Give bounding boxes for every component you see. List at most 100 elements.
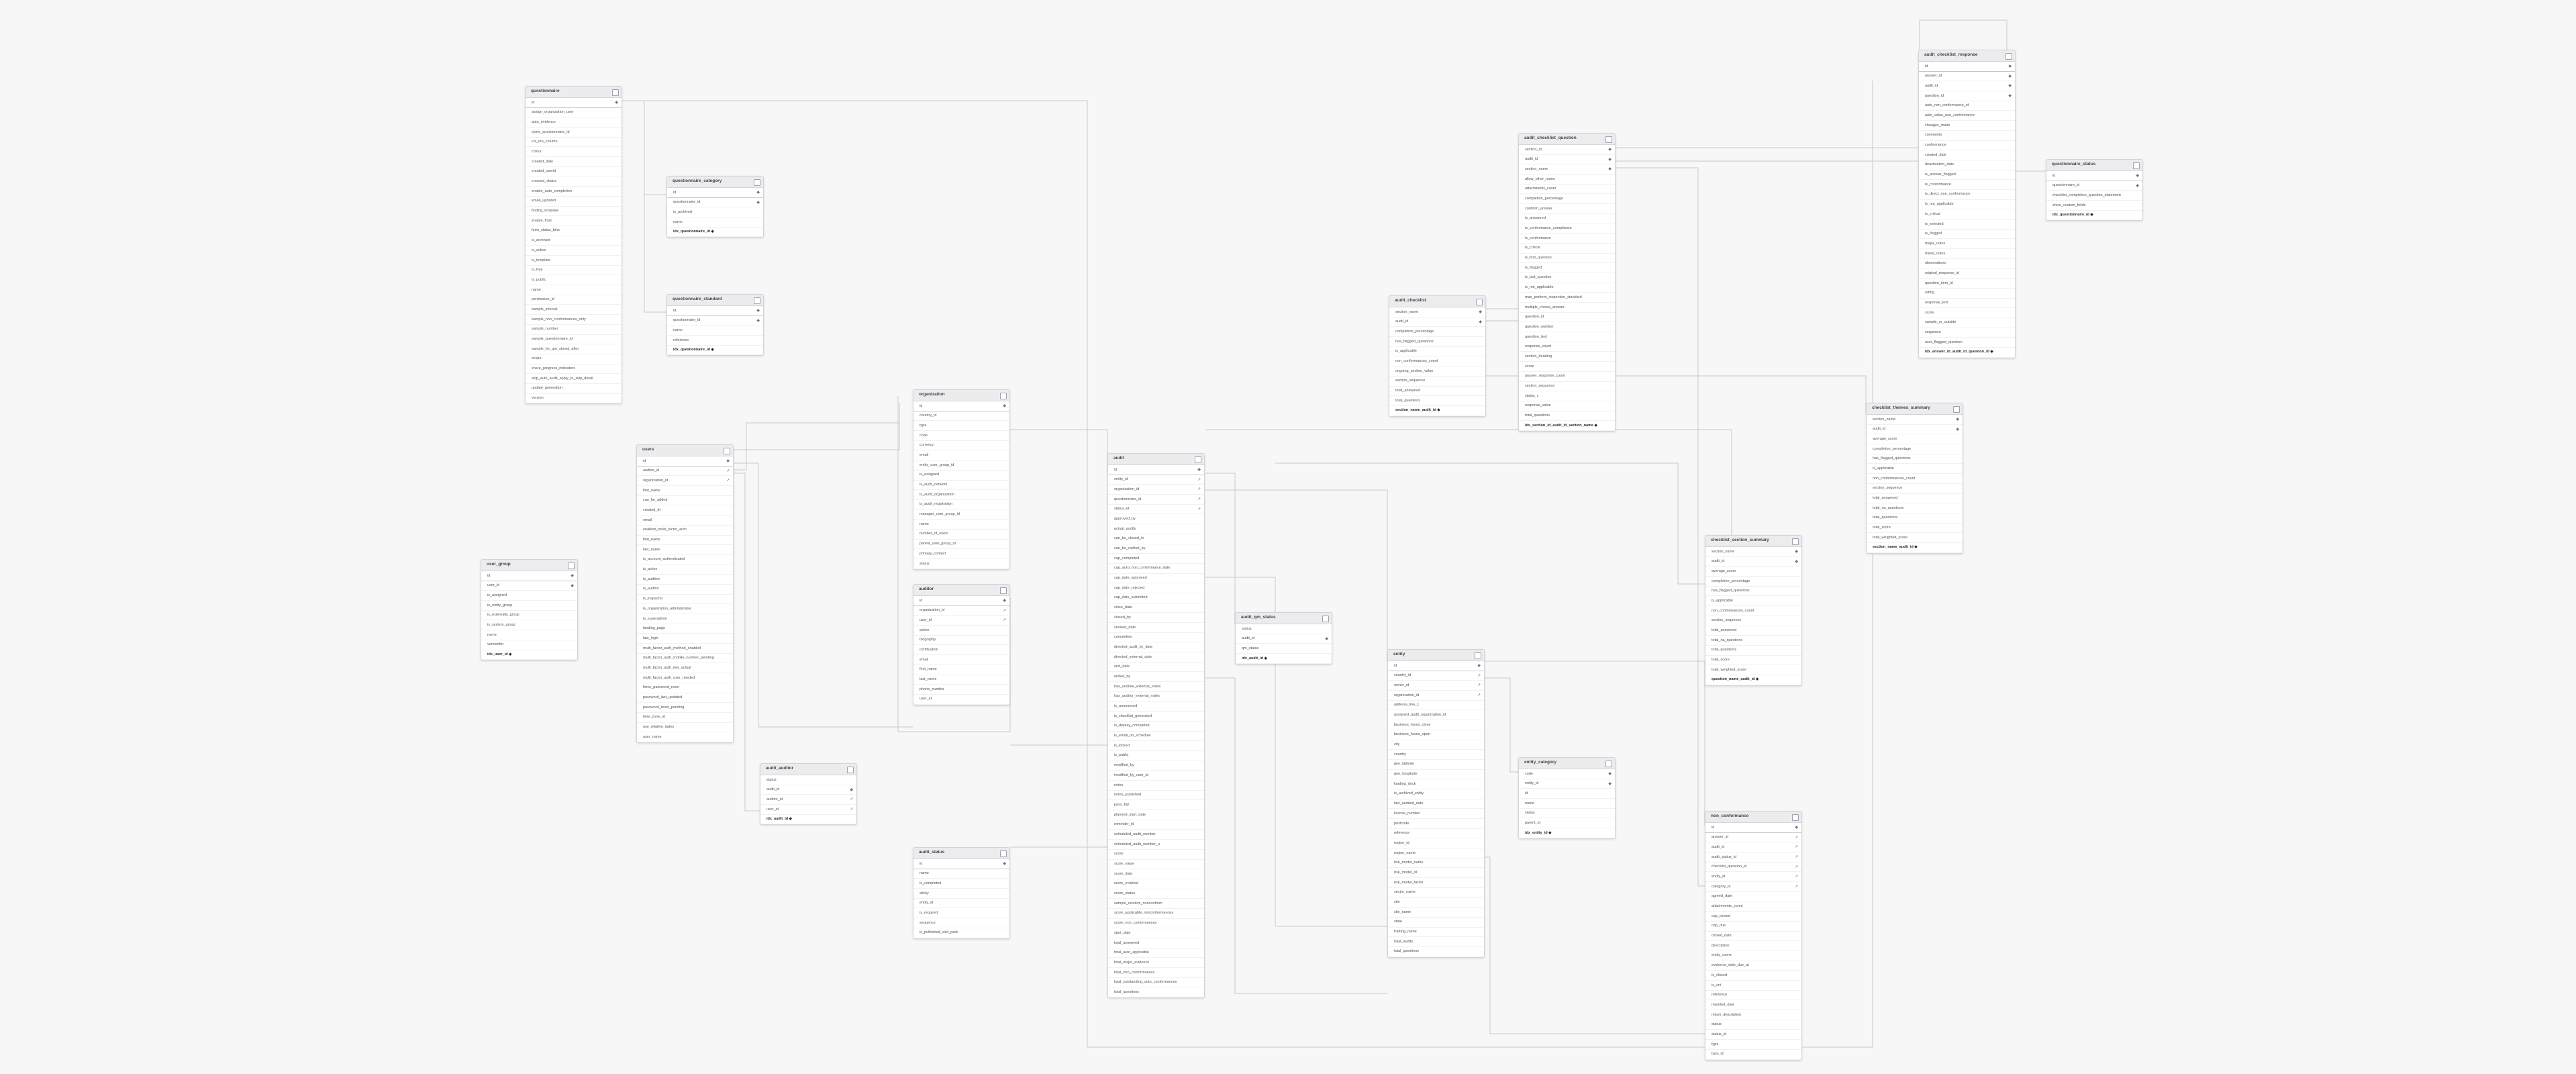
column-row[interactable]: directed_audit_by_date [1108, 642, 1204, 653]
column-row[interactable]: multiple_choice_answer [1519, 303, 1615, 313]
column-row[interactable]: geo_longitude [1388, 770, 1484, 780]
column-row[interactable]: total_na_questions [1867, 503, 1963, 514]
table-header[interactable]: audit [1108, 454, 1204, 465]
column-row[interactable]: sample_interval [526, 305, 622, 315]
column-row[interactable]: finding_template [526, 207, 622, 217]
table-header[interactable]: non_conformance [1705, 812, 1801, 823]
column-row[interactable]: is_entity_group [481, 601, 577, 611]
column-row[interactable]: last_name [637, 545, 733, 555]
column-row[interactable]: id◆ [913, 859, 1009, 869]
column-row[interactable]: section_id◆ [1519, 145, 1615, 155]
column-row[interactable]: entity_id↗ [1705, 872, 1801, 883]
column-row[interactable]: auto_evidence [526, 117, 622, 128]
column-row[interactable]: risk_model_id [1388, 868, 1484, 879]
column-row[interactable]: section_sequence [1867, 484, 1963, 494]
column-row[interactable]: is_conformance [1519, 234, 1615, 244]
column-row[interactable]: score_status [1108, 889, 1204, 899]
column-row[interactable]: update_generation [526, 384, 622, 394]
column-row[interactable]: organization_id↗ [1388, 691, 1484, 701]
column-row[interactable]: enable_auto_completion [526, 187, 622, 197]
column-row[interactable]: business_hours_open [1388, 730, 1484, 740]
column-row[interactable]: multi_factor_auth_mobile_number_pending [637, 654, 733, 664]
column-row[interactable]: can_be_ratified_by [1108, 544, 1204, 554]
column-row[interactable]: geo_latitude [1388, 760, 1484, 770]
column-row[interactable]: total_questions [1867, 514, 1963, 524]
column-row[interactable]: is_archived [526, 236, 622, 246]
column-row[interactable]: type_id [1705, 1050, 1801, 1060]
column-row[interactable]: code [913, 431, 1009, 441]
column-row[interactable]: force_password_reset [637, 683, 733, 693]
column-row[interactable]: section_sequence [1389, 377, 1485, 387]
column-row[interactable]: multi_factor_auth_user_needed [637, 673, 733, 683]
column-row[interactable]: score_enabled [1108, 879, 1204, 889]
column-row[interactable]: email_updated [526, 197, 622, 207]
column-row[interactable]: is_checklist_generated [1108, 712, 1204, 722]
column-row[interactable]: end_date [1108, 663, 1204, 673]
column-row[interactable]: entity_id◆ [1519, 779, 1615, 789]
column-row[interactable]: audit_status_id↗ [1705, 852, 1801, 863]
column-row[interactable]: name [667, 217, 763, 228]
column-row[interactable]: address_line_1 [1388, 701, 1484, 711]
column-row[interactable]: status_id [1705, 1030, 1801, 1040]
column-row[interactable]: total_score [1705, 656, 1801, 666]
table-header[interactable]: organization [913, 390, 1009, 401]
column-row[interactable]: questionnaire_id↗ [1108, 495, 1204, 505]
column-row[interactable]: section_heading [1519, 352, 1615, 362]
column-row[interactable]: can_be_closed_in [1108, 534, 1204, 544]
column-row[interactable]: reference [667, 336, 763, 346]
column-row[interactable]: created_date [526, 157, 622, 167]
column-row[interactable]: average_score [1867, 434, 1963, 445]
column-row[interactable]: reported_date [1705, 1000, 1801, 1011]
column-row[interactable]: is_cni [1705, 981, 1801, 991]
column-row[interactable]: completion_percentage [1705, 577, 1801, 587]
column-row[interactable]: status [760, 775, 856, 785]
column-row[interactable]: scope [526, 354, 622, 364]
table-header[interactable]: audit_checklist_question [1519, 134, 1615, 145]
column-row[interactable]: sample_questionnaire_id [526, 335, 622, 345]
column-row[interactable]: is_closed [1705, 971, 1801, 981]
column-row[interactable]: is_superadmin [637, 614, 733, 624]
column-row[interactable]: landing_page [637, 624, 733, 634]
column-row[interactable]: total_non_conformances [1108, 968, 1204, 978]
column-row[interactable]: organization_id↗ [1108, 485, 1204, 495]
column-row[interactable]: status [1519, 809, 1615, 819]
column-row[interactable]: id [1519, 789, 1615, 799]
column-row[interactable]: directed_external_date [1108, 652, 1204, 663]
table-menu-icon[interactable] [612, 89, 619, 96]
column-row[interactable]: status [1705, 1020, 1801, 1030]
column-row[interactable]: score_applicable_nonconformances [1108, 909, 1204, 919]
column-row[interactable]: email [913, 655, 1009, 665]
column-row[interactable]: score [1519, 362, 1615, 372]
column-row[interactable]: closed_date [1705, 932, 1801, 942]
column-row[interactable]: average_score [1705, 567, 1801, 577]
column-row[interactable]: sample_number [526, 325, 622, 335]
column-row[interactable]: is_completed [913, 879, 1009, 889]
column-row[interactable]: number_of_users [913, 530, 1009, 540]
column-row[interactable]: business_hours_close [1388, 720, 1484, 730]
column-row[interactable]: non_conformances_count [1705, 606, 1801, 616]
column-row[interactable]: allow_other_notes [1519, 175, 1615, 185]
column-row[interactable]: enabled_multi_factor_auth [637, 526, 733, 536]
column-row[interactable]: is_auditor [637, 585, 733, 595]
column-row[interactable]: answer_response_count [1519, 372, 1615, 382]
column-row[interactable]: time_zone_id [637, 713, 733, 723]
column-row[interactable]: id◆ [667, 306, 763, 316]
column-row[interactable]: notes [1108, 781, 1204, 791]
column-row[interactable]: is_audit_organization [913, 490, 1009, 500]
column-row[interactable]: section_name◆ [1705, 547, 1801, 557]
column-row[interactable]: is_locked [1108, 741, 1204, 751]
column-row[interactable]: cap_date_rejected [1108, 583, 1204, 593]
column-row[interactable]: has_flagged_questions [1867, 454, 1963, 465]
column-row[interactable]: completion_percentage [1389, 327, 1485, 338]
column-row[interactable]: email [913, 450, 1009, 461]
column-row[interactable]: assign_organization_user [526, 108, 622, 118]
column-row[interactable]: sample_non_conformances_only [526, 315, 622, 325]
column-row[interactable]: cap_date_submitted [1108, 593, 1204, 603]
column-row[interactable]: name [913, 869, 1009, 879]
column-row[interactable]: email [637, 516, 733, 526]
column-row[interactable]: reminder_id [1108, 820, 1204, 830]
